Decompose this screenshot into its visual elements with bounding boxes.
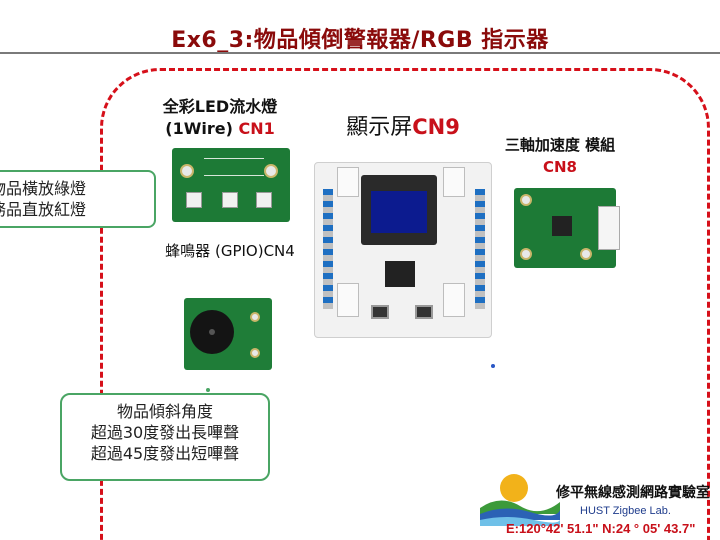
oled-board-icon bbox=[314, 162, 492, 338]
oled-label-text: 顯示屏 bbox=[346, 115, 413, 140]
lab-english-name: HUST Zigbee Lab. bbox=[580, 505, 671, 517]
sensor-chip-icon bbox=[552, 216, 572, 236]
accel-label-line2: 模組 CN8 bbox=[543, 136, 615, 176]
led-bus-text: (1Wire) bbox=[165, 119, 239, 138]
led-board-icon bbox=[172, 148, 290, 222]
mount-hole-icon bbox=[250, 312, 260, 322]
mount-hole-icon bbox=[180, 164, 194, 178]
led-connector: CN1 bbox=[238, 119, 275, 138]
mount-hole-icon bbox=[250, 348, 260, 358]
callout-line: 務品直放紅燈 bbox=[0, 200, 87, 219]
connector-icon bbox=[598, 206, 620, 250]
buzzer-label-line2: (GPIO)CN4 bbox=[214, 242, 295, 260]
buzzer-label-line1: 蜂鳴器 bbox=[165, 242, 211, 260]
rgb-led-icon bbox=[222, 192, 238, 208]
buzzer-icon bbox=[190, 310, 234, 354]
push-button-icon bbox=[415, 305, 433, 319]
connector-icon bbox=[337, 167, 359, 197]
callout-line: 超過45度發出短嗶聲 bbox=[90, 444, 240, 463]
marker-dot bbox=[206, 388, 210, 392]
mount-hole-icon bbox=[264, 164, 278, 178]
accel-label: 三軸加速度 模組 CN8 bbox=[500, 134, 620, 178]
led-label-line1: 全彩LED流水燈 bbox=[162, 97, 278, 116]
rgb-led-icon bbox=[256, 192, 272, 208]
callout-line: 物品橫放綠燈 bbox=[0, 179, 87, 198]
accel-module-text: 模組 bbox=[585, 136, 616, 154]
pin-header-icon bbox=[323, 189, 333, 309]
led-label: 全彩LED流水燈 (1Wire) CN1 bbox=[130, 96, 310, 140]
led-label-line2: (1Wire) CN1 bbox=[165, 119, 274, 138]
mount-hole-icon bbox=[520, 248, 532, 260]
oled-label: 顯示屏CN9 bbox=[318, 116, 488, 139]
dashed-system-frame bbox=[100, 68, 710, 540]
title-divider bbox=[0, 52, 720, 54]
mount-hole-icon bbox=[520, 194, 532, 206]
mount-hole-icon bbox=[580, 248, 592, 260]
oled-screen-icon bbox=[371, 191, 427, 233]
marker-dot bbox=[491, 364, 495, 368]
oled-connector: CN9 bbox=[412, 115, 460, 139]
accelerometer-board-icon bbox=[514, 188, 620, 268]
accel-connector: CN8 bbox=[543, 158, 577, 176]
callout-line: 超過30度發出長嗶聲 bbox=[90, 423, 240, 442]
connector-icon bbox=[443, 167, 465, 197]
lab-name: 修平無線感測網路實驗室 bbox=[556, 485, 710, 501]
silkscreen-text-block bbox=[204, 158, 264, 176]
buzzer-label: 蜂鳴器 (GPIO)CN4 bbox=[160, 240, 300, 262]
connector-icon bbox=[337, 283, 359, 317]
connector-icon bbox=[443, 283, 465, 317]
sun-over-hills-logo-icon bbox=[480, 474, 560, 526]
orientation-callout: 物品橫放綠燈 務品直放紅燈 bbox=[0, 170, 156, 228]
accel-label-line1: 三軸加速度 bbox=[504, 136, 580, 154]
rgb-led-icon bbox=[186, 192, 202, 208]
slide-title: Ex6_3:物品傾倒警報器/RGB 指示器 bbox=[171, 28, 549, 53]
lab-coordinates: E:120°42' 51.1" N:24 ° 05' 43.7" bbox=[506, 521, 696, 536]
callout-line: 物品傾斜角度 bbox=[116, 402, 213, 421]
mcu-chip-icon bbox=[385, 261, 415, 287]
tilt-callout: 物品傾斜角度 超過30度發出長嗶聲 超過45度發出短嗶聲 bbox=[60, 393, 270, 481]
push-button-icon bbox=[371, 305, 389, 319]
buzzer-board-icon bbox=[184, 298, 272, 370]
pin-header-icon bbox=[475, 189, 485, 309]
